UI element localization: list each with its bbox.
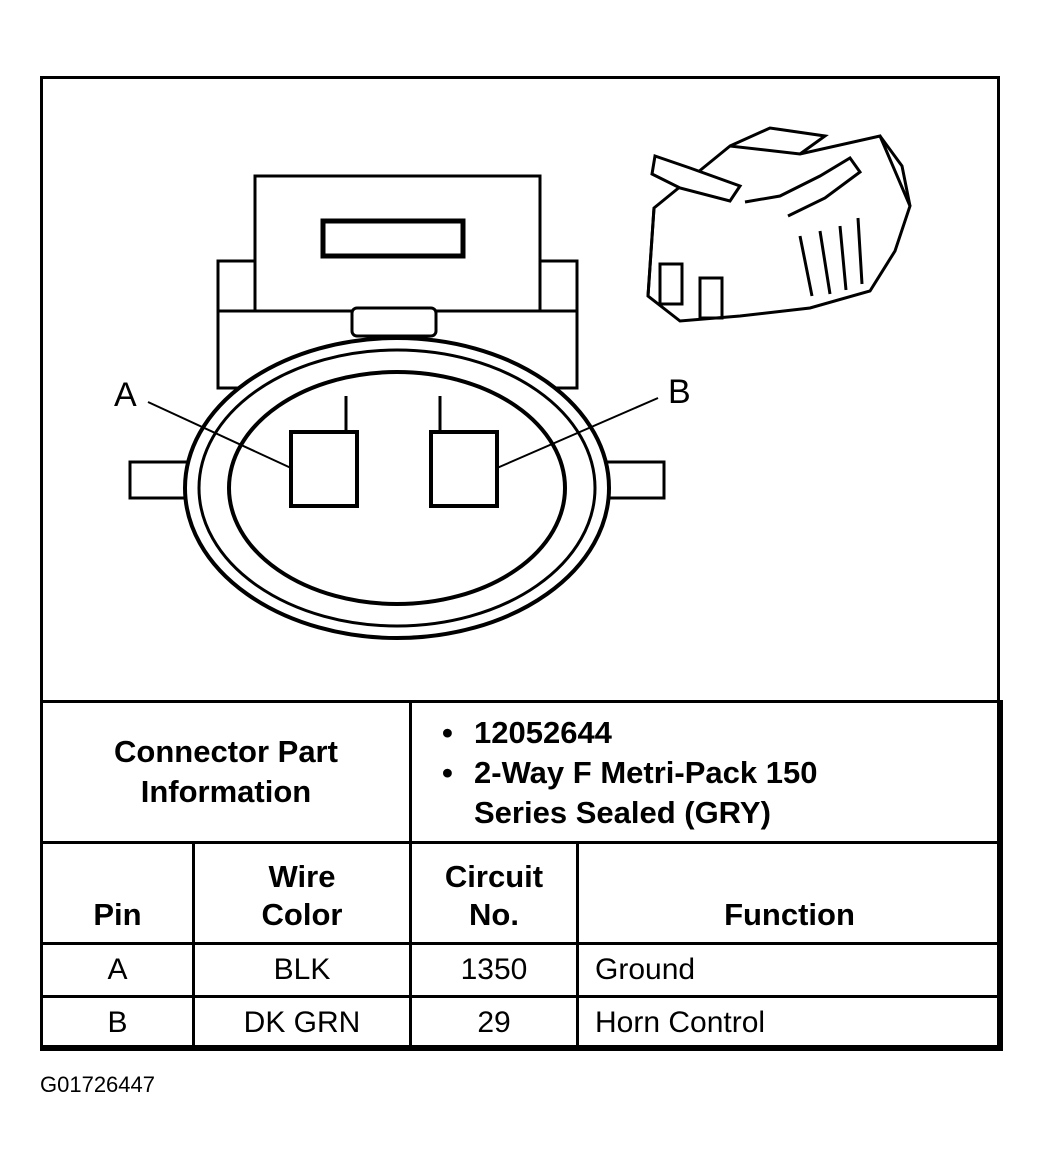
pin-cell: A xyxy=(40,942,195,998)
part-description: 2-Way F Metri-Pack 150 Series Sealed (GR… xyxy=(442,753,894,833)
connector-part-label: Connector Part Information xyxy=(40,700,412,844)
part-info-row: Connector Part Information 12052644 2-Wa… xyxy=(40,700,1003,844)
connector-info-table: Connector Part Information 12052644 2-Wa… xyxy=(40,700,1003,1051)
pin-a-terminal xyxy=(289,430,359,508)
pin-a-label: A xyxy=(114,376,137,414)
part-number: 12052644 xyxy=(442,713,1000,753)
wire-color-cell: BLK xyxy=(192,942,412,998)
table-header-row: Pin Wire Color Circuit No. Function xyxy=(40,841,1003,945)
circuit-cell: 1350 xyxy=(409,942,579,998)
function-cell: Ground xyxy=(576,942,1003,998)
pin-cell: B xyxy=(40,995,195,1051)
figure-id: G01726447 xyxy=(40,1072,155,1097)
function-cell: Horn Control xyxy=(576,995,1003,1051)
circuit-cell: 29 xyxy=(409,995,579,1051)
connector-part-details: 12052644 2-Way F Metri-Pack 150 Series S… xyxy=(409,700,1003,844)
table-row: B DK GRN 29 Horn Control xyxy=(40,995,1003,1051)
pin-b-label: B xyxy=(668,373,691,411)
header-wire-color: Wire Color xyxy=(192,841,412,945)
table-row: A BLK 1350 Ground xyxy=(40,942,1003,998)
header-function: Function xyxy=(576,841,1003,945)
connector-drawing: A B xyxy=(114,126,912,640)
wire-color-cell: DK GRN xyxy=(192,995,412,1051)
header-circuit-no: Circuit No. xyxy=(409,841,579,945)
pin-b-terminal xyxy=(429,430,499,508)
connector-face-view xyxy=(128,174,666,640)
header-pin: Pin xyxy=(40,841,195,945)
connector-iso-view xyxy=(646,126,912,323)
